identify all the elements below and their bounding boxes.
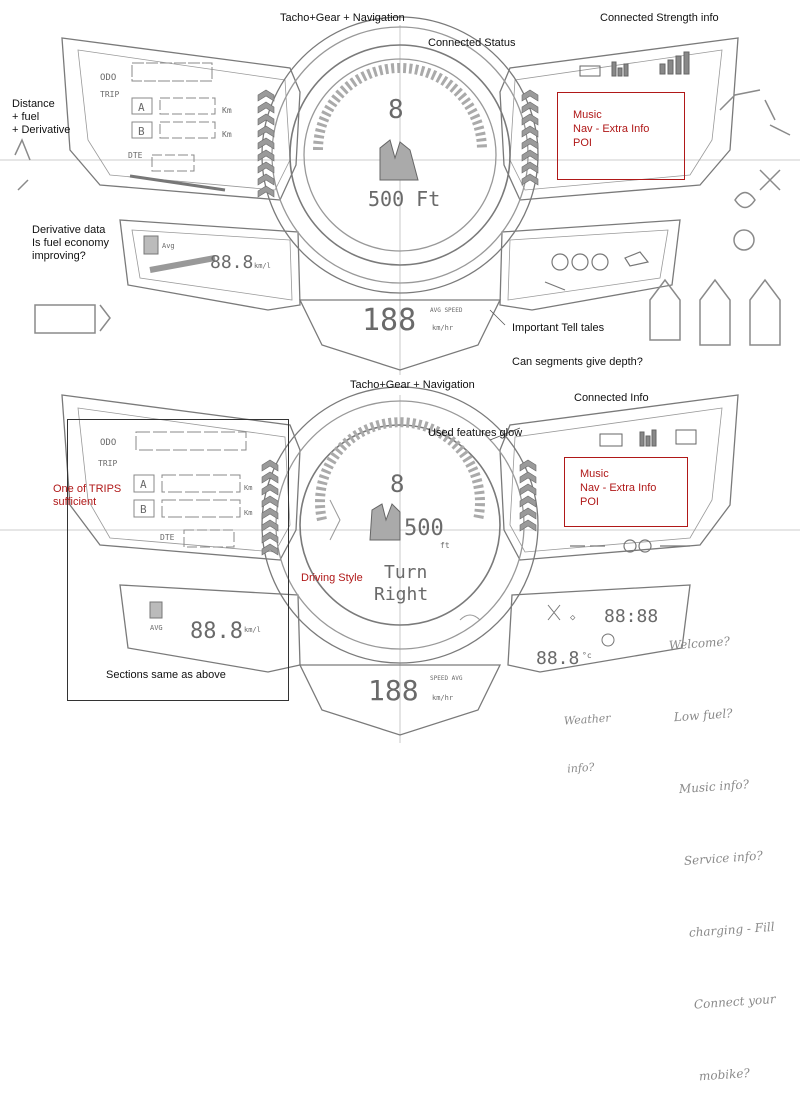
bottom-lower-right-pod-readouts: ◇ 88:88 88.8 °c <box>536 604 658 669</box>
bottom-clock: 88:88 <box>604 606 658 627</box>
bottom-sections-box <box>67 419 289 701</box>
bottom-speed: 188 <box>368 674 419 707</box>
top-center-readouts: 8 500 Ft 188 AVG SPEED km/hr <box>362 95 463 338</box>
top-right-chevrons <box>521 89 539 186</box>
top-right-signal-icons <box>579 51 690 77</box>
top-speed: 188 <box>362 303 416 338</box>
top-trip-a: A <box>138 101 145 114</box>
top-music-nav-box <box>557 92 685 180</box>
svg-text:km/hr: km/hr <box>432 694 453 702</box>
bottom-fuel-economy: AVG 88.8 km/l <box>149 601 261 644</box>
top-right-wing <box>499 37 739 201</box>
top-dte-label: DTE <box>128 151 143 160</box>
weather-info-note: Weather info? <box>563 711 611 776</box>
bottom-turn-label: Turn <box>384 562 427 583</box>
svg-text:DTE: DTE <box>160 533 175 542</box>
bottom-right-lower-pod <box>507 584 691 673</box>
bottom-music-nav-box <box>564 457 688 527</box>
annotation-leaders <box>489 309 521 441</box>
bottom-center-readouts: 8 500 ft Turn Right 188 SPEED AVG km/hr <box>368 470 463 707</box>
top-left-wing <box>61 37 301 201</box>
bottom-connected-info-label: Connected Info <box>574 392 649 404</box>
bottom-trip-a: A <box>140 478 147 491</box>
bottom-left-lower-pod <box>119 584 301 673</box>
top-chin <box>298 299 502 371</box>
bottom-nav-distance: 500 <box>404 516 444 541</box>
top-margin-doodles <box>14 89 791 346</box>
bottom-chin <box>298 664 502 736</box>
bottom-margin-doodles <box>329 499 481 621</box>
top-left-lower-pod <box>119 219 301 311</box>
svg-text:SPEED AVG: SPEED AVG <box>430 675 463 682</box>
svg-text:ft: ft <box>440 541 450 550</box>
top-fuel-economy: Avg 88.8 km/l <box>143 235 271 273</box>
bottom-tell-tales <box>570 539 690 553</box>
svg-text:km/l: km/l <box>254 262 271 270</box>
top-gear-digit: 8 <box>388 95 404 125</box>
top-connected-strength-label: Connected Strength info <box>600 12 719 24</box>
top-derivative-label: Derivative data Is fuel economy improvin… <box>32 224 110 262</box>
bottom-temperature: 88.8 <box>536 648 579 669</box>
top-tacho-label: Tacho+Gear + Navigation <box>280 12 405 24</box>
top-left-readouts: ODO TRIP A Km B Km DTE <box>100 62 232 192</box>
top-trip-label: TRIP <box>100 90 119 99</box>
svg-text:Km: Km <box>244 509 252 517</box>
bottom-trip-b: B <box>140 503 147 516</box>
svg-text:Km: Km <box>222 106 232 115</box>
svg-text:°c: °c <box>582 651 592 660</box>
top-music-nav-label: Music Nav - Extra Info POI <box>573 109 650 149</box>
svg-text:AVG: AVG <box>150 624 163 632</box>
svg-text:Km: Km <box>222 130 232 139</box>
top-segments-depth-label: Can segments give depth? <box>512 356 643 368</box>
bottom-tacho-label: Tacho+Gear + Navigation <box>350 379 475 391</box>
bottom-odo-label: ODO <box>100 438 116 448</box>
svg-text:km/hr: km/hr <box>432 324 453 332</box>
svg-text:km/l: km/l <box>244 626 261 634</box>
top-connected-status-label: Connected Status <box>428 37 516 49</box>
svg-text:TRIP: TRIP <box>98 459 117 468</box>
bottom-turn-direction: Right <box>374 584 428 605</box>
svg-text:Km: Km <box>244 484 252 492</box>
bottom-sections-same-label: Sections same as above <box>106 669 226 681</box>
svg-text:AVG SPEED: AVG SPEED <box>430 307 463 314</box>
bottom-one-of-trips-label: One of TRIPS sufficient <box>53 483 122 508</box>
bottom-used-features-label: Used features glow <box>428 427 523 439</box>
top-tell-tales <box>544 251 650 291</box>
bottom-right-wing <box>499 394 739 561</box>
svg-text:◇: ◇ <box>570 613 576 623</box>
top-fuel-economy-value: 88.8 <box>210 252 253 273</box>
top-right-lower-pod <box>499 219 681 311</box>
top-odo-label: ODO <box>100 73 116 83</box>
bottom-right-signal-icons <box>599 429 697 447</box>
bottom-driving-style-label: Driving Style <box>301 572 363 584</box>
top-left-chevrons <box>257 89 275 198</box>
top-trip-b: B <box>138 125 145 138</box>
top-distance-label: Distance + fuel + Derivative <box>12 98 71 136</box>
bottom-fuel-economy-value: 88.8 <box>190 619 243 644</box>
top-nav-distance: 500 Ft <box>368 187 440 211</box>
sketch-canvas: ODO TRIP A Km B Km DTE Avg 88.8 km/l 8 5… <box>0 16 800 743</box>
bottom-gear-digit: 8 <box>390 470 404 498</box>
top-tell-tales-label: Important Tell tales <box>512 322 605 334</box>
svg-text:Avg: Avg <box>162 242 175 250</box>
bottom-music-nav-label: Music Nav - Extra Info POI <box>580 468 657 508</box>
bottom-left-readouts: ODO TRIP A Km B Km DTE <box>98 431 252 548</box>
bottom-right-chevrons <box>519 459 537 532</box>
